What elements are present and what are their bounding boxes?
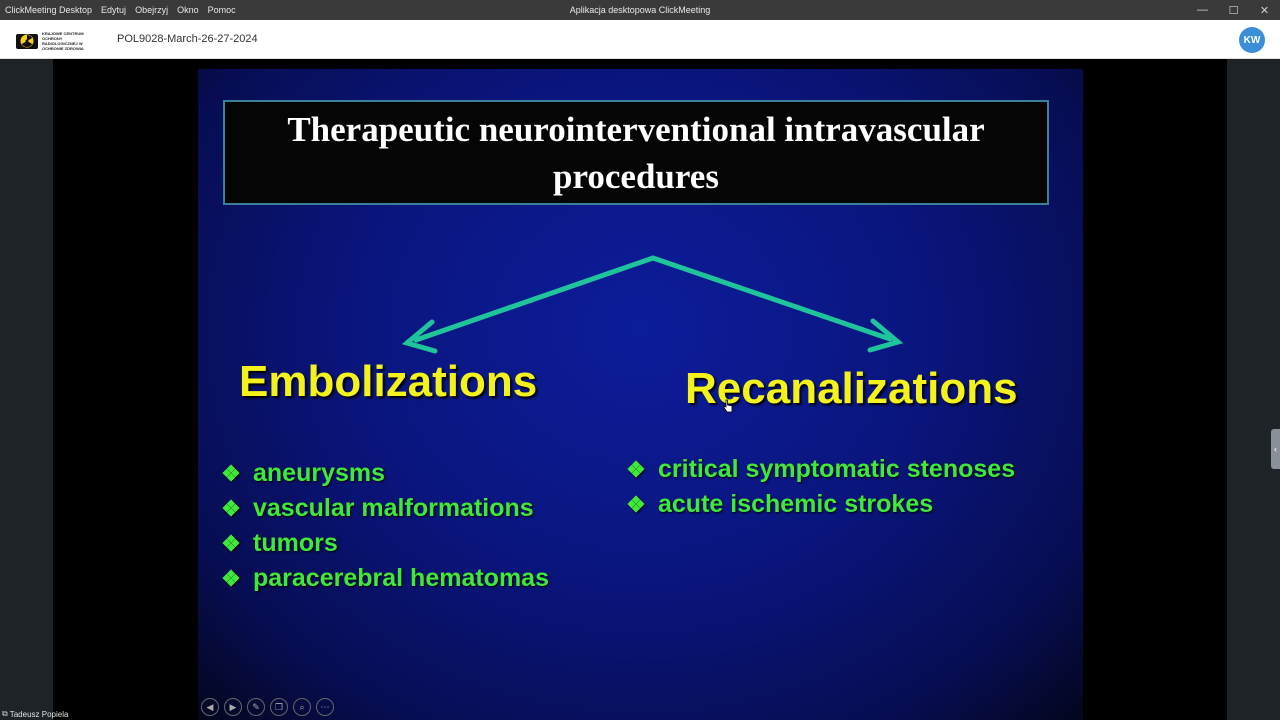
- organization-logo: KRAJOWE CENTRUM OCHRONY RADIOLOGICZNEJ W…: [16, 31, 94, 51]
- list-item: ❖ aneurysms: [220, 456, 549, 491]
- zoom-icon[interactable]: ⌕: [293, 698, 311, 716]
- list-item: ❖ tumors: [220, 526, 549, 561]
- embolizations-list: ❖ aneurysms ❖ vascular malformations ❖ tumo…: [220, 456, 549, 596]
- presenter-name: Tadeusz Popiela: [9, 709, 69, 719]
- bullet-icon: ❖: [221, 460, 241, 486]
- maximize-button[interactable]: ☐: [1228, 4, 1239, 17]
- more-icon[interactable]: ⋯: [316, 698, 334, 716]
- hand-cursor-icon: [723, 399, 733, 413]
- presenter-label: ⧉ Tadeusz Popiela: [2, 709, 68, 719]
- list-item: ❖ paracerebral hematomas: [220, 561, 549, 596]
- window-controls: — ☐ ✕: [1187, 0, 1280, 20]
- bullet-icon: ❖: [221, 530, 241, 556]
- arrow-left-head: [401, 319, 438, 354]
- next-slide-icon[interactable]: ▶: [224, 698, 242, 716]
- prev-slide-icon[interactable]: ◀: [201, 698, 219, 716]
- screen-share-icon: ⧉: [2, 709, 8, 718]
- close-button[interactable]: ✕: [1259, 4, 1270, 17]
- arrow-right-line: [650, 255, 893, 342]
- radiation-logo-icon: [16, 33, 38, 49]
- branch-arrows: [401, 255, 904, 354]
- list-item: ❖ critical symptomatic stenoses: [625, 452, 1015, 487]
- window-title-bar: ClickMeeting Desktop Edytuj Obejrzyj Okn…: [0, 0, 1280, 20]
- menu-bar: ClickMeeting Desktop Edytuj Obejrzyj Okn…: [0, 0, 245, 20]
- minimize-button[interactable]: —: [1197, 4, 1208, 16]
- bullet-icon: ❖: [221, 565, 241, 591]
- pen-icon[interactable]: ✎: [247, 698, 265, 716]
- list-item-text: tumors: [253, 529, 338, 557]
- bullet-icon: ❖: [626, 491, 646, 517]
- meeting-name: POL9028-March-26-27-2024: [117, 33, 258, 45]
- menu-edit[interactable]: Edytuj: [101, 5, 127, 15]
- side-panel-toggle[interactable]: ‹: [1271, 429, 1280, 469]
- bullet-icon: ❖: [221, 495, 241, 521]
- slide-title: Therapeutic neurointerventional intravas…: [287, 109, 985, 196]
- menu-window[interactable]: Okno: [177, 5, 199, 15]
- list-item-text: paracerebral hematomas: [253, 564, 549, 592]
- list-item-text: vascular malformations: [253, 494, 534, 522]
- recanalizations-heading: Recanalizations: [685, 364, 1018, 413]
- presentation-stage: Therapeutic neurointerventional intravas…: [0, 59, 1280, 720]
- slide-title-box: Therapeutic neurointerventional intravas…: [223, 100, 1049, 205]
- recanalizations-list: ❖ critical symptomatic stenoses ❖ acute is…: [625, 452, 1015, 522]
- screen-share-area: Therapeutic neurointerventional intravas…: [53, 59, 1227, 720]
- presentation-slide: Therapeutic neurointerventional intravas…: [198, 69, 1083, 720]
- embolizations-heading: Embolizations: [239, 357, 538, 406]
- menu-view[interactable]: Obejrzyj: [135, 5, 169, 15]
- bullet-icon: ❖: [626, 456, 646, 482]
- list-item: ❖ acute ischemic strokes: [625, 487, 1015, 522]
- list-item-text: aneurysms: [253, 459, 386, 487]
- app-header: KRAJOWE CENTRUM OCHRONY RADIOLOGICZNEJ W…: [0, 20, 1280, 59]
- list-item: ❖ vascular malformations: [220, 491, 549, 526]
- menu-app[interactable]: ClickMeeting Desktop: [5, 5, 93, 15]
- list-item-text: critical symptomatic stenoses: [658, 455, 1016, 483]
- logo-text: KRAJOWE CENTRUM OCHRONY RADIOLOGICZNEJ W…: [42, 31, 84, 51]
- slide-toolbar: ◀ ▶ ✎ ❐ ⌕ ⋯: [201, 698, 339, 716]
- menu-help[interactable]: Pomoc: [207, 5, 236, 15]
- copy-icon[interactable]: ❐: [270, 698, 288, 716]
- arrow-right-head: [867, 318, 904, 353]
- list-item-text: acute ischemic strokes: [658, 490, 934, 518]
- user-avatar[interactable]: KW: [1239, 27, 1265, 53]
- arrow-left-line: [413, 255, 656, 343]
